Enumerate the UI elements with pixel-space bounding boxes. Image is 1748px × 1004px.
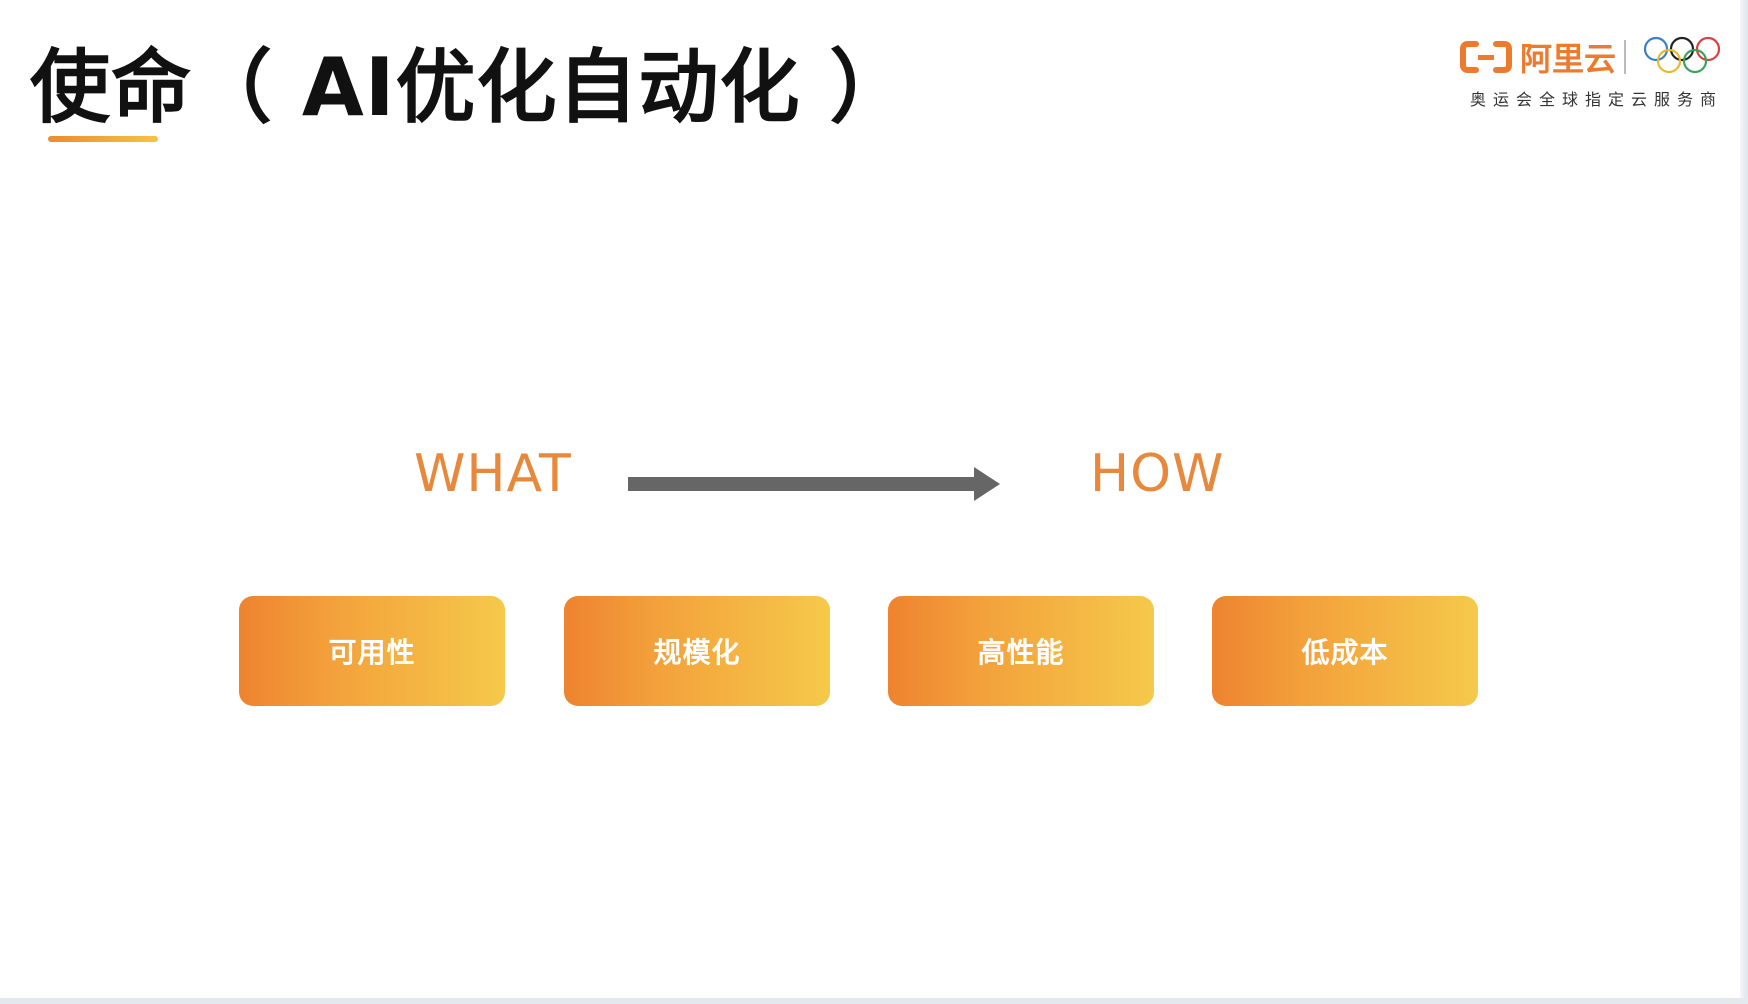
logo-divider bbox=[1624, 40, 1626, 74]
goal-box-availability: 可用性 bbox=[239, 596, 505, 706]
aliyun-logo-icon bbox=[1460, 41, 1512, 73]
goal-box-performance: 高性能 bbox=[888, 596, 1154, 706]
goal-box-low-cost: 低成本 bbox=[1212, 596, 1478, 706]
goal-label: 高性能 bbox=[977, 636, 1065, 669]
page-title: 使命（ AI优化自动化 ） bbox=[30, 41, 911, 134]
flow-what-label: WHAT bbox=[414, 444, 572, 504]
flow-how-label: HOW bbox=[1090, 444, 1225, 504]
goal-label: 规模化 bbox=[653, 636, 741, 669]
right-arrow-icon bbox=[628, 467, 1000, 501]
olympic-rings-icon bbox=[1643, 36, 1721, 74]
logo-subtitle: 奥运会全球指定云服务商 bbox=[1470, 90, 1724, 109]
brand-name: 阿里云 bbox=[1520, 40, 1617, 78]
title-underline bbox=[48, 136, 158, 142]
goal-label: 低成本 bbox=[1301, 636, 1389, 669]
window-bottom-edge bbox=[0, 998, 1748, 1004]
goal-label: 可用性 bbox=[328, 636, 416, 669]
window-right-edge bbox=[1740, 0, 1748, 1004]
brand-logo-block: 阿里云 奥运会全球指定云服务商 bbox=[1460, 30, 1730, 110]
goal-box-scalability: 规模化 bbox=[564, 596, 830, 706]
